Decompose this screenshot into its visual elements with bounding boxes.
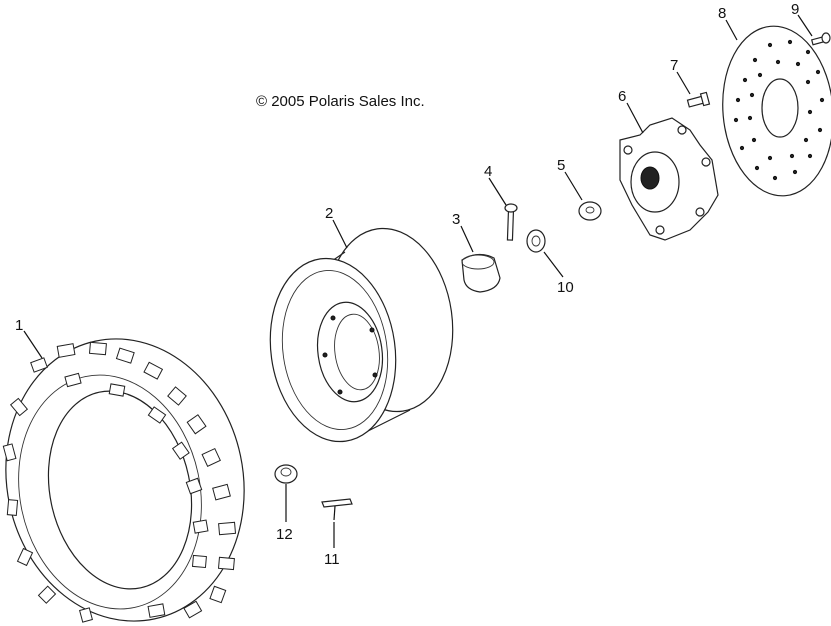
cap-part-3 — [461, 253, 501, 293]
callout-3: 3 — [452, 211, 460, 228]
screw-part-9 — [810, 32, 831, 46]
callout-2: 2 — [325, 205, 333, 222]
brake-disc-part-8 — [722, 25, 831, 197]
callout-6: 6 — [618, 88, 626, 105]
leader-lines — [23, 14, 813, 548]
callout-4: 4 — [484, 163, 492, 180]
callout-10: 10 — [557, 279, 574, 296]
callout-labels: 1 2 3 4 5 6 7 8 9 10 11 12 — [15, 1, 799, 568]
disc-vent-holes — [733, 39, 825, 181]
valve-stem-part-11 — [321, 498, 353, 521]
hub-part-6 — [619, 117, 719, 241]
rim-bolt-holes — [322, 315, 378, 395]
washer-part-5 — [578, 201, 602, 221]
tire-tread-blocks — [2, 341, 237, 623]
callout-1: 1 — [15, 317, 23, 334]
nut-part-10 — [526, 229, 546, 253]
tire-part-1 — [2, 338, 245, 623]
callout-9: 9 — [791, 1, 799, 18]
bolt-part-7 — [686, 91, 711, 108]
callout-11: 11 — [324, 551, 340, 568]
copyright-notice: © 2005 Polaris Sales Inc. — [256, 93, 425, 110]
valve-part-12 — [274, 464, 298, 484]
callout-8: 8 — [718, 5, 726, 22]
callout-7: 7 — [670, 57, 678, 74]
rim-part-2 — [269, 227, 454, 443]
callout-5: 5 — [557, 157, 565, 174]
callout-12: 12 — [276, 526, 293, 543]
pin-part-4 — [504, 203, 518, 241]
